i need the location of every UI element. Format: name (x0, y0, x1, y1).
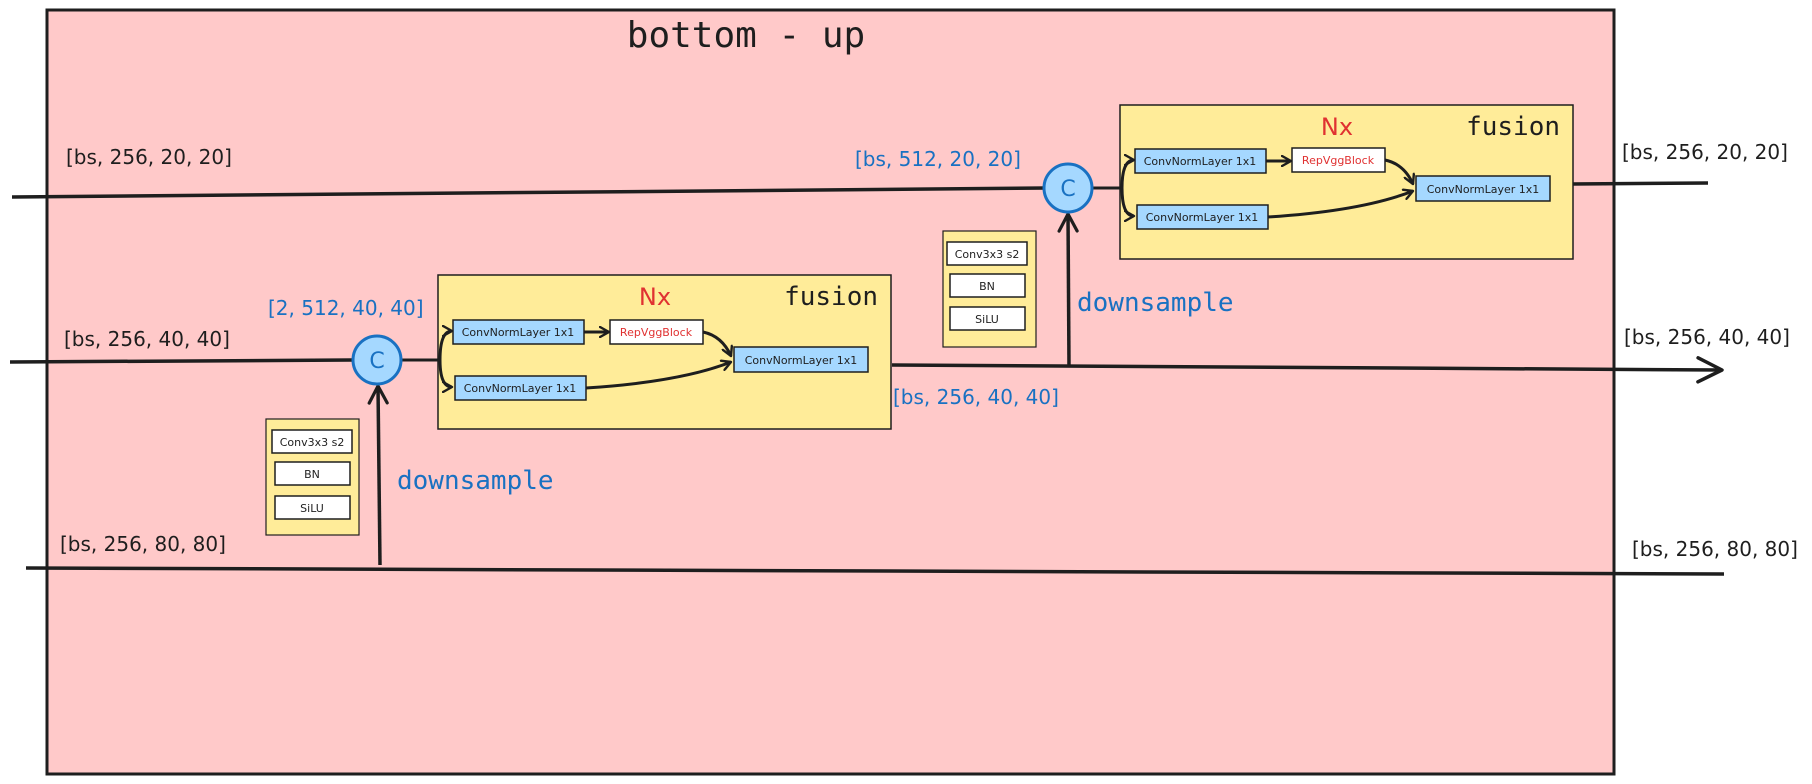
downsample-conv (271, 429, 353, 454)
downsample-conv (946, 241, 1028, 266)
fusion-conv-b-label: ConvNormLayer 1x1 (464, 382, 577, 395)
branch-down (438, 359, 452, 387)
downsample-label-2: downsample (1077, 288, 1234, 318)
line-top-in (11, 186, 1047, 199)
fusion-conv-out-label: ConvNormLayer 1x1 (745, 354, 858, 367)
fusion-repvgg-block (609, 319, 704, 345)
line-mid-out (891, 356, 1724, 384)
downsample-block-2: Conv3x3 s2 BN SiLU (942, 230, 1037, 348)
shape-label-in-mid: [bs, 256, 40, 40] (64, 327, 230, 351)
page-title: bottom - up (627, 15, 865, 56)
conv-b-to-out (585, 362, 731, 390)
downsample-arrow-1 (367, 384, 389, 566)
fusion-conv-a (452, 319, 585, 345)
conv-b-to-out (1267, 191, 1413, 219)
block-to-out (702, 330, 731, 356)
fusion-conv-a (1134, 148, 1267, 174)
downsample-bn-label: BN (304, 468, 320, 481)
fusion-conv-out (733, 346, 869, 373)
downsample-label-1: downsample (397, 466, 554, 496)
fusion-conv-out (1415, 175, 1551, 202)
shape-label-in-bot: [bs, 256, 80, 80] (60, 532, 226, 556)
downsample-conv-label: Conv3x3 s2 (280, 436, 345, 449)
fusion-conv-out-label: ConvNormLayer 1x1 (1427, 183, 1540, 196)
line-top-out (1571, 181, 1709, 186)
concat-node-2: C (1042, 162, 1094, 214)
shape-label-out-top: [bs, 256, 20, 20] (1622, 140, 1788, 164)
fusion-block-2: fusion Nx ConvNormLayer 1x1 RepVggBlock … (1119, 104, 1574, 260)
concat-symbol: C (1060, 177, 1075, 202)
downsample-act (274, 495, 351, 520)
fusion-block-1: fusion Nx ConvNormLayer 1x1 RepVggBlock … (437, 274, 892, 430)
downsample-block-1: Conv3x3 s2 BN SiLU (265, 418, 360, 536)
downsample-act (949, 306, 1026, 331)
branch-up (1120, 160, 1134, 189)
branch-up (438, 331, 452, 361)
downsample-act-label: SiLU (300, 502, 324, 515)
concat-node-1: C (351, 334, 403, 386)
downsample-act-label: SiLU (975, 313, 999, 326)
shape-label-out-mid: [bs, 256, 40, 40] (1624, 325, 1790, 349)
fusion-conv-b (454, 375, 587, 401)
fusion-conv-a-label: ConvNormLayer 1x1 (462, 326, 575, 339)
branch-down (1120, 187, 1134, 216)
shape-label-fusion1-out: [bs, 256, 40, 40] (893, 385, 1059, 409)
fusion-repeat-label: Nx (1321, 113, 1353, 141)
fusion-conv-a-label: ConvNormLayer 1x1 (1144, 155, 1257, 168)
shape-label-concat1: [2, 512, 40, 40] (268, 296, 424, 320)
concat-symbol: C (369, 349, 384, 374)
line-bottom (25, 566, 1725, 576)
fusion-repeat-label: Nx (639, 283, 671, 311)
fusion-repvgg-label: RepVggBlock (1302, 154, 1375, 167)
fusion-conv-b (1136, 204, 1269, 230)
downsample-arrow-2 (1057, 212, 1079, 367)
fusion-conv-b-label: ConvNormLayer 1x1 (1146, 211, 1259, 224)
downsample-bn-label: BN (979, 280, 995, 293)
downsample-bn (949, 273, 1026, 298)
fusion-label: fusion (1466, 112, 1560, 142)
fusion-label: fusion (784, 282, 878, 312)
fusion-repvgg-label: RepVggBlock (620, 326, 693, 339)
shape-label-in-top: [bs, 256, 20, 20] (66, 145, 232, 169)
block-to-out (1384, 158, 1413, 184)
line-mid-in (9, 358, 353, 364)
downsample-conv-label: Conv3x3 s2 (955, 248, 1020, 261)
downsample-bn (274, 461, 351, 486)
fusion-repvgg-block (1291, 147, 1386, 173)
shape-label-out-bot: [bs, 256, 80, 80] (1632, 537, 1798, 561)
shape-label-concat2: [bs, 512, 20, 20] (855, 147, 1021, 171)
